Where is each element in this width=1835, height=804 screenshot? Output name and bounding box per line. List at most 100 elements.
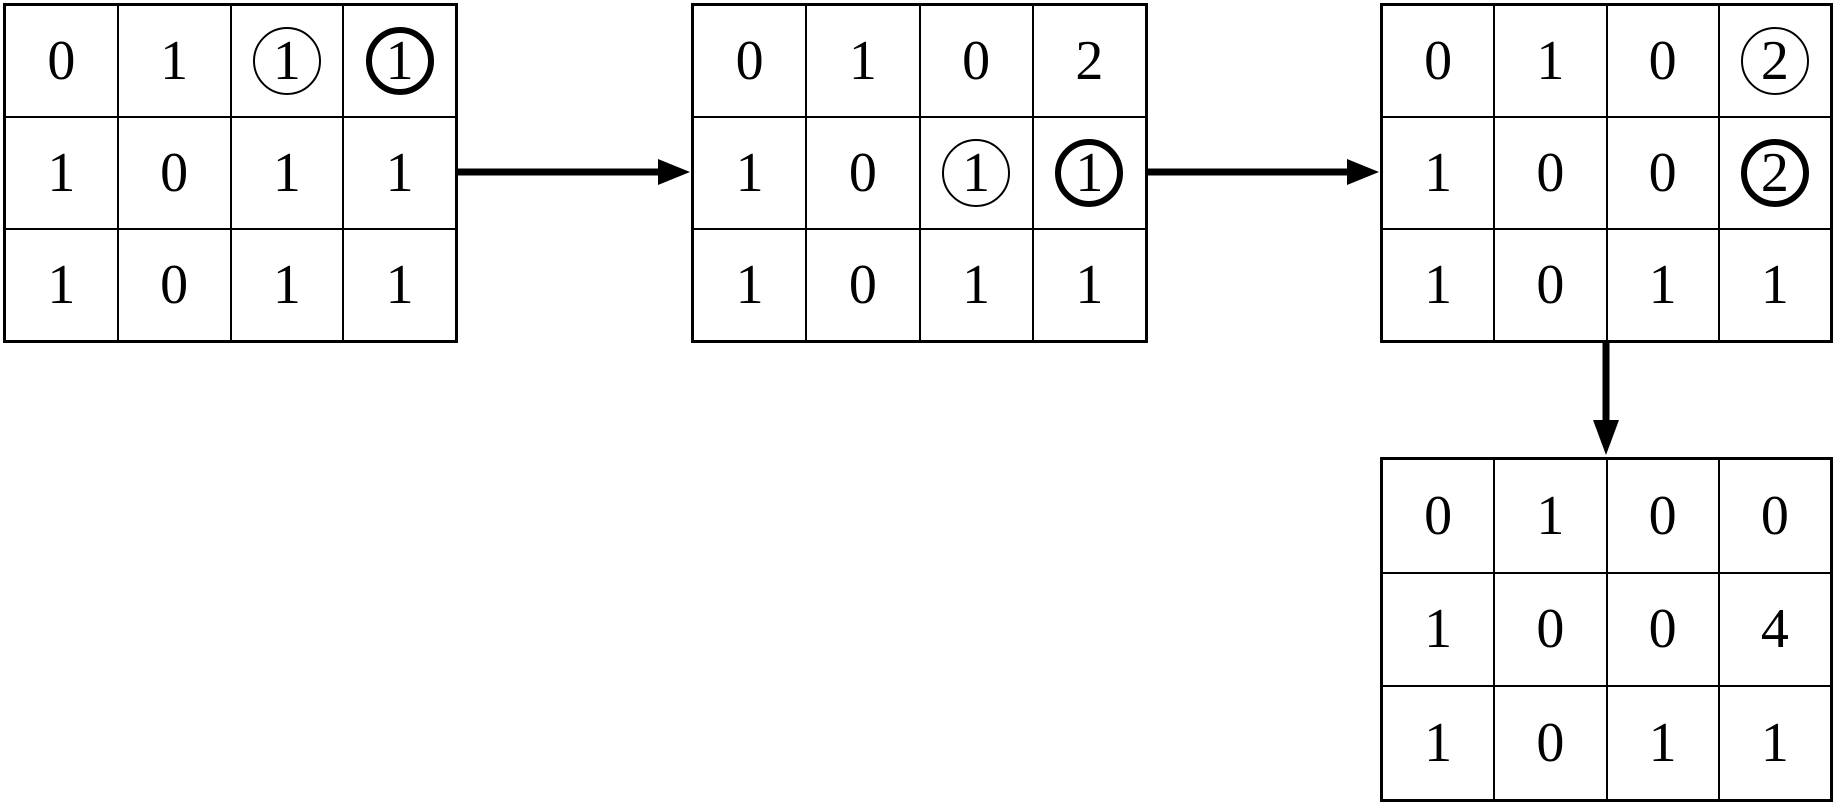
cell-value: 1	[160, 30, 189, 92]
matrix-cell: 0	[806, 117, 920, 229]
matrix-cell: 1	[1032, 229, 1146, 341]
matrix-cell: 1	[5, 117, 118, 229]
cell-value: 1	[1536, 484, 1565, 547]
cell-value: 0	[1648, 484, 1677, 547]
matrix-cell: 0	[117, 229, 231, 341]
matrix-step-1: 0 1 1 1 1 0 1 1 1 0 1 1	[3, 3, 458, 343]
matrix-step-2: 0 1 0 2 1 0 1 1 1 0 1 1	[691, 3, 1148, 343]
cell-value: 0	[1424, 30, 1453, 92]
cell-value: 1	[1648, 712, 1677, 775]
matrix-cell: 1	[1382, 686, 1495, 800]
cell-value: 1	[942, 139, 1011, 207]
matrix-cell: 1	[343, 229, 456, 341]
cell-value: 0	[848, 254, 877, 316]
cell-value: 0	[1648, 142, 1677, 204]
matrix-cell: 2	[1718, 117, 1831, 229]
cell-value: 0	[160, 142, 189, 204]
cell-value: 1	[1424, 712, 1453, 775]
matrix-cell: 1	[230, 229, 344, 341]
matrix-step-4: 0 1 0 0 1 0 0 4 1 0 1 1	[1380, 457, 1833, 802]
cell-value: 1	[1424, 142, 1453, 204]
matrix-cell: 1	[1382, 229, 1495, 341]
cell-value: 1	[735, 142, 764, 204]
cell-value: 0	[735, 30, 764, 92]
matrix-cell: 0	[1494, 117, 1607, 229]
cell-value: 0	[848, 142, 877, 204]
matrix-cell: 0	[117, 117, 231, 229]
cell-value: 4	[1760, 598, 1789, 661]
cell-value: 0	[1536, 142, 1565, 204]
cell-value: 0	[1536, 254, 1565, 316]
matrix-cell: 0	[693, 5, 807, 117]
cell-value: 1	[1760, 712, 1789, 775]
matrix-cell: 1	[693, 117, 807, 229]
matrix-cell: 0	[1606, 572, 1719, 687]
cell-value: 0	[160, 254, 189, 316]
cell-value: 1	[1536, 30, 1565, 92]
matrix-cell: 0	[1382, 459, 1495, 573]
matrix-cell: 1	[343, 117, 456, 229]
matrix-cell: 1	[1382, 572, 1495, 687]
cell-value: 1	[1055, 139, 1124, 207]
matrix-cell: 0	[806, 229, 920, 341]
cell-value: 0	[1760, 484, 1789, 547]
matrix-cell: 0	[1494, 686, 1607, 800]
cell-value: 0	[1648, 598, 1677, 661]
cell-value: 2	[1740, 139, 1809, 207]
matrix-cell: 0	[1718, 459, 1831, 573]
cell-value: 1	[272, 142, 301, 204]
cell-value: 1	[385, 254, 414, 316]
matrix-cell: 0	[919, 5, 1033, 117]
cell-value: 1	[365, 27, 434, 95]
matrix-cell: 1	[1718, 686, 1831, 800]
right-arrow-icon	[458, 159, 690, 185]
cell-value: 1	[848, 30, 877, 92]
matrix-cell: 1	[343, 5, 456, 117]
matrix-cell: 4	[1718, 572, 1831, 687]
matrix-cell: 1	[230, 5, 344, 117]
matrix-cell: 1	[1382, 117, 1495, 229]
matrix-cell: 1	[1494, 5, 1607, 117]
matrix-cell: 0	[1606, 117, 1719, 229]
matrix-cell: 1	[1032, 117, 1146, 229]
cell-value: 1	[735, 254, 764, 316]
matrix-cell: 2	[1718, 5, 1831, 117]
cell-value: 1	[962, 254, 991, 316]
down-arrow-icon	[1593, 343, 1619, 455]
matrix-cell: 1	[230, 117, 344, 229]
matrix-cell: 0	[1494, 572, 1607, 687]
cell-value: 0	[47, 30, 76, 92]
matrix-cell: 1	[1718, 229, 1831, 341]
matrix-cell: 0	[1606, 5, 1719, 117]
matrix-cell: 0	[5, 5, 118, 117]
matrix-cell: 1	[806, 5, 920, 117]
cell-value: 0	[1648, 30, 1677, 92]
cell-value: 1	[1760, 254, 1789, 316]
matrix-cell: 1	[117, 5, 231, 117]
matrix-cell: 2	[1032, 5, 1146, 117]
cell-value: 0	[1536, 712, 1565, 775]
cell-value: 1	[252, 27, 321, 95]
cell-value: 1	[1075, 254, 1104, 316]
matrix-cell: 1	[1494, 459, 1607, 573]
matrix-cell: 0	[1382, 5, 1495, 117]
matrix-cell: 1	[1606, 229, 1719, 341]
cell-value: 0	[1536, 598, 1565, 661]
matrix-cell: 0	[1494, 229, 1607, 341]
right-arrow-icon	[1148, 159, 1379, 185]
cell-value: 0	[962, 30, 991, 92]
matrix-cell: 1	[1606, 686, 1719, 800]
cell-value: 0	[1424, 484, 1453, 547]
matrix-cell: 0	[1606, 459, 1719, 573]
matrix-cell: 1	[919, 117, 1033, 229]
cell-value: 1	[1424, 598, 1453, 661]
cell-value: 1	[47, 254, 76, 316]
cell-value: 2	[1075, 30, 1104, 92]
cell-value: 1	[385, 142, 414, 204]
cell-value: 2	[1740, 27, 1809, 95]
cell-value: 1	[1648, 254, 1677, 316]
matrix-cell: 1	[919, 229, 1033, 341]
cell-value: 1	[1424, 254, 1453, 316]
matrix-step-3: 0 1 0 2 1 0 0 2 1 0 1 1	[1380, 3, 1833, 343]
